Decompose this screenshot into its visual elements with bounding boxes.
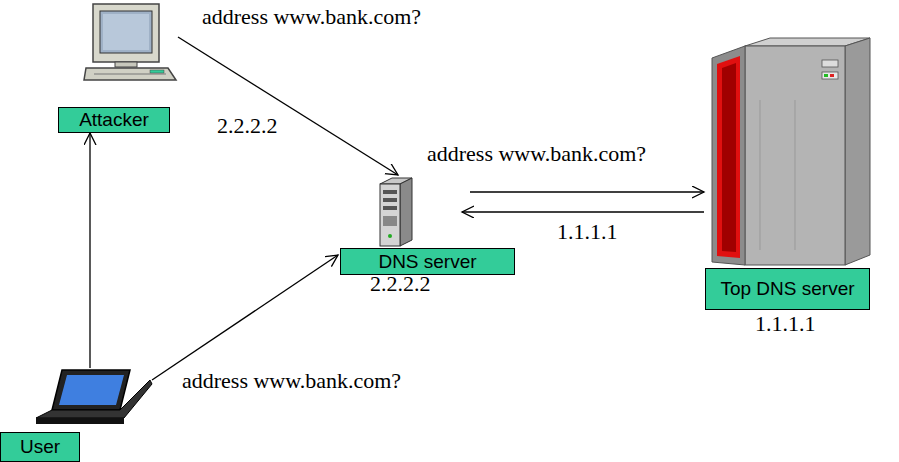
device-label: User [0,432,80,462]
message-arrow [89,133,90,368]
device-label: Attacker [58,107,170,133]
device-node: Top DNS server1.1.1.1 [700,35,875,340]
message-arrow [462,211,704,212]
message-arrow [178,37,398,175]
message-label: address www.bank.com? [200,4,423,29]
message-label: address www.bank.com? [425,141,648,166]
device-label: Top DNS server [705,268,870,310]
computer-icon [84,4,176,80]
ip-address: 1.1.1.1 [755,312,816,336]
device-node: Attacker [58,2,178,133]
message-arrow [152,255,338,380]
device-label: DNS server [340,248,515,275]
server-icon [380,178,412,246]
mainframe-icon [712,38,870,265]
device-node: DNS server2.2.2.2 [340,175,515,300]
laptop-icon [36,370,152,424]
message-label: 1.1.1.1 [555,219,620,244]
ip-note: 2.2.2.2 [215,113,280,138]
message-arrow [470,191,704,192]
ip-address: 2.2.2.2 [370,272,431,296]
device-node: User [0,366,155,462]
message-label: address www.bank.com? [180,368,403,393]
